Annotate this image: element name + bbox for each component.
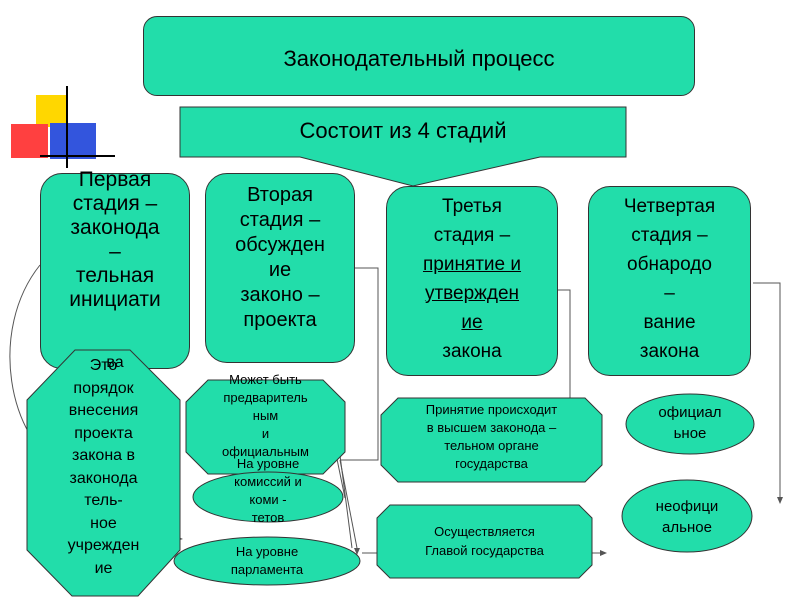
head-line: Главой государства — [425, 543, 544, 558]
unofficial-text: неофици альное — [622, 496, 752, 538]
preliminary-text: Может быть предваритель ным и официальны… — [186, 371, 345, 461]
arrowhead-5 — [600, 550, 607, 556]
parliament-text: На уровне парламента — [174, 543, 360, 579]
official-line: официал — [658, 404, 722, 421]
title-text: Законодательный процесс — [283, 46, 555, 71]
initiative-line: проекта — [74, 424, 133, 442]
adoption-line: в высшем законода – — [426, 420, 557, 435]
parliament-line: парламента — [230, 562, 304, 577]
adoption-line: Принятие происходит — [425, 402, 558, 417]
stage-1-line: – — [109, 240, 121, 263]
decor-blue-square — [50, 123, 96, 159]
stage-4-text: Четвертая стадия – обнародо – вание зако… — [588, 192, 751, 366]
subtitle-text: Состоит из 4 стадий — [299, 118, 507, 143]
initiative-line: тель- — [84, 492, 123, 509]
stage-box-2 — [205, 173, 355, 363]
stage-3-line: закона — [442, 341, 502, 362]
decor-vertical-line — [66, 86, 68, 168]
adoption-line: тельном органе — [444, 438, 539, 453]
stage-3-text: Третья стадия – принятие и утвержден ие … — [386, 192, 558, 366]
initiative-line: законода — [69, 469, 138, 487]
stage-1-text: Первая стадия – законода – тельная иници… — [40, 168, 190, 312]
stage-box-1 — [40, 173, 190, 369]
stage-1-line: инициати — [69, 288, 161, 311]
head-text: Осуществляется Главой государства — [377, 522, 592, 560]
stage-4-line: вание — [643, 312, 696, 333]
arrowhead-3 — [777, 497, 783, 504]
stage-2-line: обсужден — [235, 234, 325, 256]
stage-2-line: законо – — [240, 284, 320, 306]
stage-2-line: Вторая — [247, 184, 313, 206]
official-line: ьное — [673, 425, 707, 442]
commissions-text: На уровне комиссий и коми - тетов — [193, 455, 343, 527]
head-line: Осуществляется — [434, 524, 535, 539]
initiative-line: ное — [90, 514, 117, 532]
commissions-line: тетов — [251, 510, 285, 525]
preliminary-line: и — [261, 426, 270, 441]
stage-3-line: утвержден — [424, 283, 520, 304]
initiative-line: ие — [94, 559, 113, 577]
preliminary-line: ным — [252, 408, 279, 423]
unofficial-line: альное — [662, 519, 712, 536]
initiative-line: Это — [89, 357, 118, 374]
stage-2-line: проекта — [243, 309, 317, 331]
decor-red-square — [11, 124, 48, 158]
stage-3-line: ие — [461, 312, 483, 333]
adoption-text: Принятие происходит в высшем законода – … — [381, 401, 602, 473]
stage-4-line: обнародо — [627, 254, 712, 275]
preliminary-line: Может быть — [229, 372, 302, 387]
stage-2-line: стадия – — [239, 209, 321, 231]
commissions-line: На уровне — [236, 456, 300, 471]
decor-horizontal-line — [40, 155, 115, 157]
preliminary-line: официальным — [222, 444, 309, 459]
decor-yellow-square — [36, 95, 68, 127]
stage-3-line: принятие и — [422, 254, 522, 275]
stage-2-line: ие — [268, 259, 292, 281]
initiative-line: учрежден — [67, 537, 140, 554]
stage-3-line: стадия – — [433, 225, 511, 246]
stage-box-3 — [386, 186, 558, 376]
parliament-line: На уровне — [235, 544, 299, 559]
initiative-line: внесения — [68, 402, 139, 419]
stage-4-line: – — [664, 283, 675, 304]
stage-box-4 — [588, 186, 751, 376]
initiative-line: закона в — [72, 447, 135, 464]
preliminary-line: предваритель — [223, 390, 308, 405]
stage-1-line: Первая — [78, 168, 152, 191]
initiative-line: порядок — [73, 379, 134, 397]
initiative-text: Это порядок внесения проекта закона в за… — [27, 355, 180, 580]
unofficial-line: неофици — [655, 498, 719, 515]
stage-1-line: стадия – — [72, 192, 158, 215]
stage-1-line: законода — [70, 216, 160, 239]
commissions-line: коми - — [249, 492, 287, 507]
stage-3-line: Третья — [442, 196, 502, 217]
stage-4-line: стадия – — [631, 225, 708, 246]
connector-stage4 — [753, 282, 781, 497]
title-box: Законодательный процесс — [143, 16, 695, 96]
stage-1-line: тельная — [75, 264, 155, 287]
stage-4-line: Четвертая — [623, 196, 716, 217]
stage-2-text: Вторая стадия – обсужден ие законо – про… — [205, 183, 355, 333]
stage-1-overflow-text: ва — [106, 354, 124, 371]
stage-4-line: закона — [639, 341, 700, 362]
official-text: официал ьное — [626, 402, 754, 444]
commissions-line: комиссий и — [234, 474, 302, 489]
adoption-line: государства — [455, 456, 528, 471]
